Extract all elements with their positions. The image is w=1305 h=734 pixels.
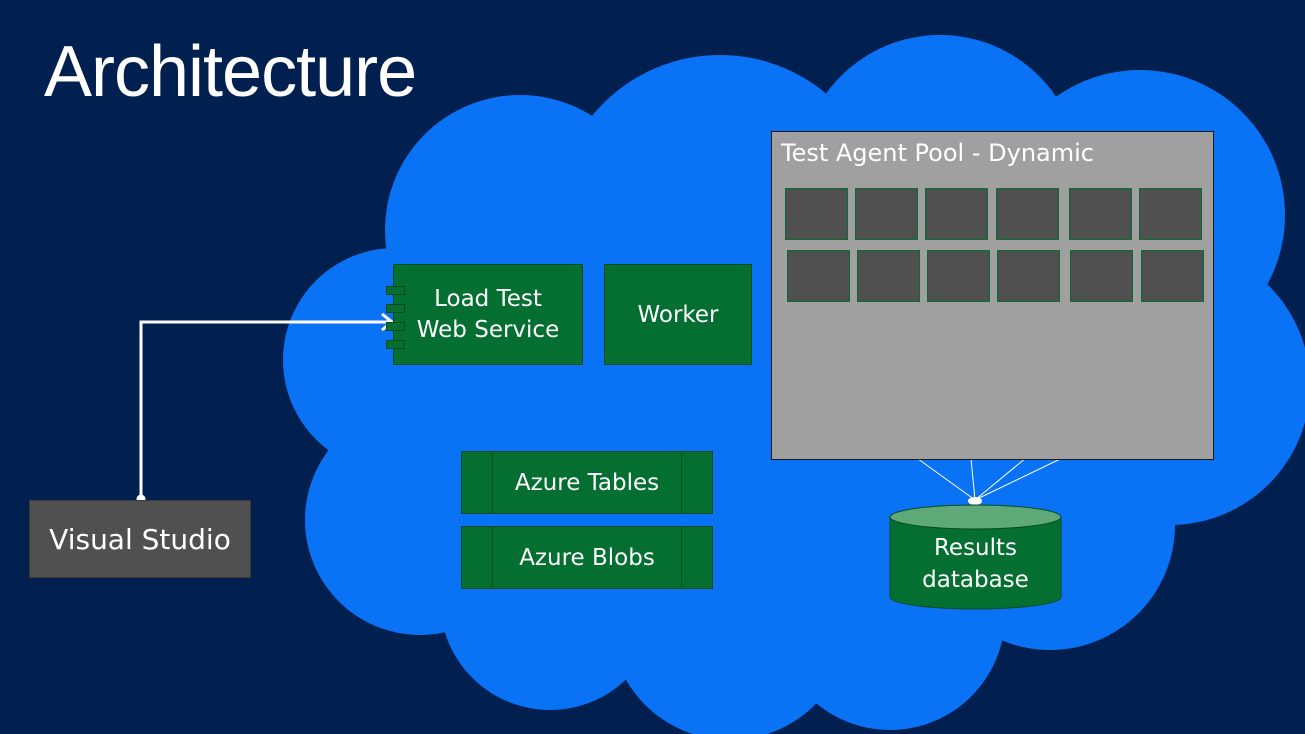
test-agent-pool: Test Agent Pool - Dynamic bbox=[771, 131, 1214, 460]
test-agent-pool-label: Test Agent Pool - Dynamic bbox=[781, 139, 1094, 167]
azure-blobs-label: Azure Blobs bbox=[519, 544, 655, 571]
test-agent bbox=[996, 188, 1059, 240]
azure-blobs-box: Azure Blobs bbox=[461, 526, 713, 589]
service-port-icon bbox=[386, 340, 405, 349]
table-divider bbox=[681, 452, 682, 513]
azure-tables-box: Azure Tables bbox=[461, 451, 713, 514]
test-agent bbox=[927, 250, 990, 302]
lines-junction bbox=[968, 497, 982, 505]
service-label-line2: Web Service bbox=[416, 316, 560, 343]
db-label-line2: database bbox=[922, 567, 1029, 593]
test-agent bbox=[925, 188, 988, 240]
page-title: Architecture bbox=[44, 32, 417, 112]
azure-tables-label: Azure Tables bbox=[514, 469, 660, 496]
test-agent bbox=[1070, 250, 1133, 302]
test-agent bbox=[1139, 188, 1202, 240]
test-agent bbox=[1141, 250, 1204, 302]
service-label-line1: Load Test bbox=[434, 285, 542, 312]
blob-divider bbox=[492, 527, 493, 588]
test-agent bbox=[855, 188, 918, 240]
service-port-icon bbox=[386, 286, 405, 295]
test-agent bbox=[787, 250, 850, 302]
test-agent bbox=[857, 250, 920, 302]
service-port-icon bbox=[386, 322, 405, 331]
test-agent bbox=[1069, 188, 1132, 240]
db-label-line1: Results bbox=[933, 535, 1018, 561]
load-test-web-service-box: Load Test Web Service bbox=[393, 264, 583, 365]
table-divider bbox=[492, 452, 493, 513]
test-agent bbox=[997, 250, 1060, 302]
visual-studio-box: Visual Studio bbox=[29, 500, 251, 578]
blob-divider bbox=[681, 527, 682, 588]
test-agent bbox=[785, 188, 848, 240]
worker-box: Worker bbox=[604, 264, 752, 365]
vs-to-service-arrow bbox=[139, 320, 390, 500]
results-database-label: Results database bbox=[890, 532, 1061, 596]
results-database-cylinder bbox=[889, 504, 1062, 610]
service-port-icon bbox=[386, 304, 405, 313]
